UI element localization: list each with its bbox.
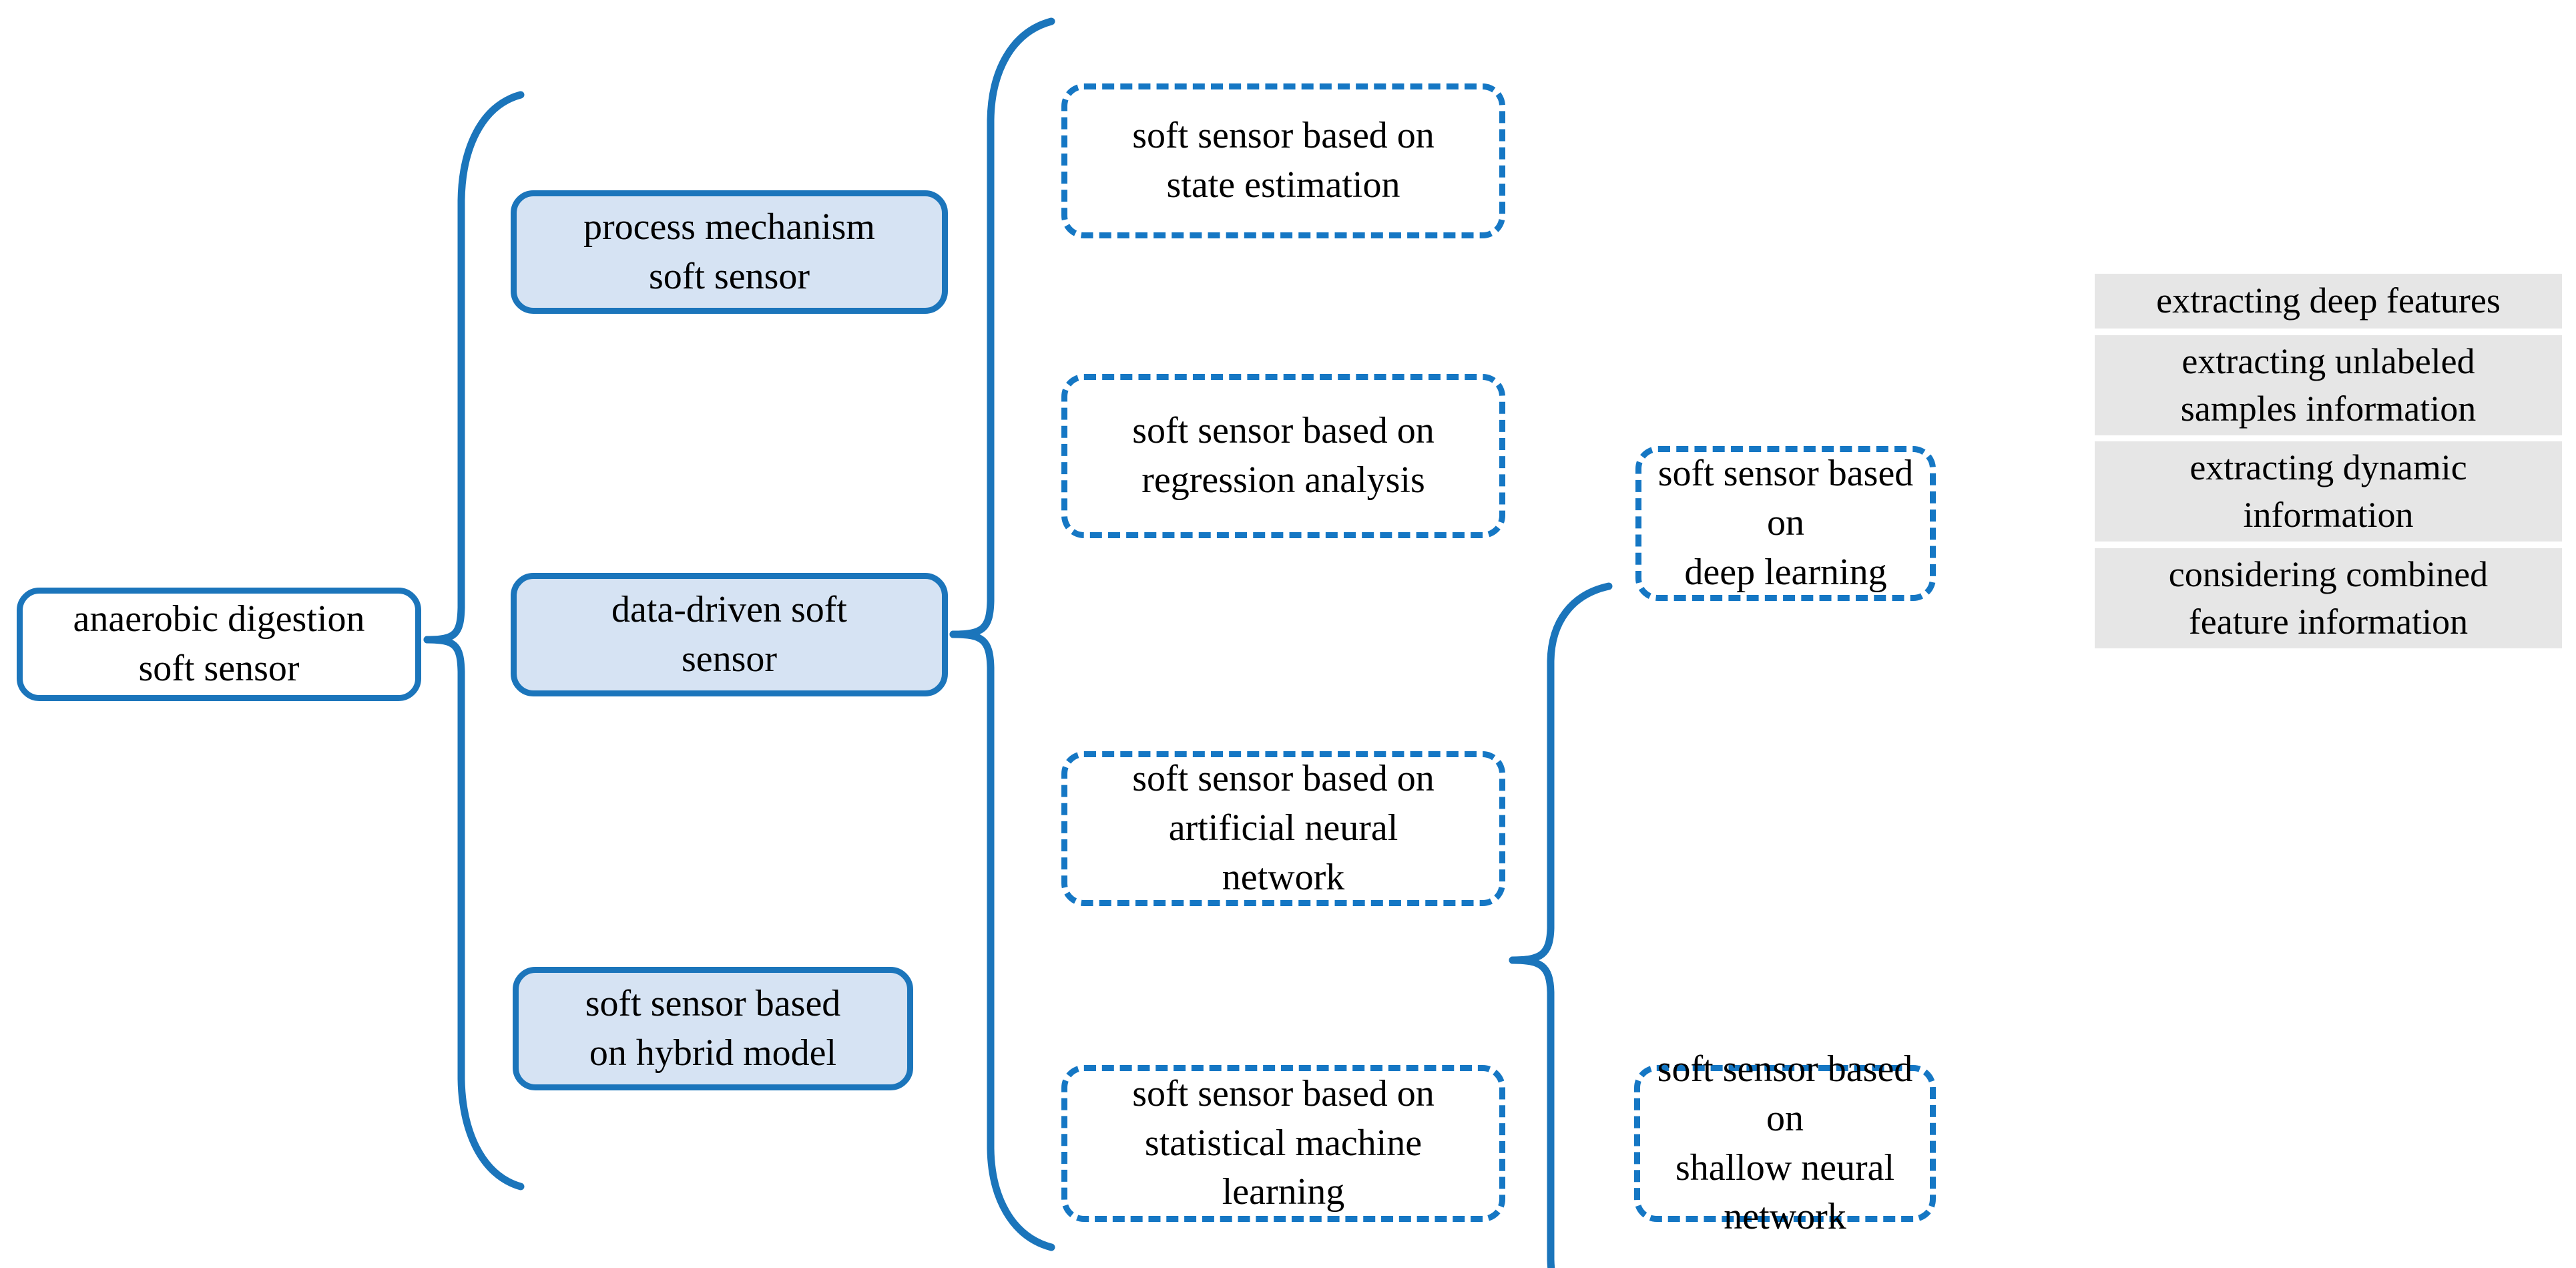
- node-extracting-dynamic-information[interactable]: extracting dynamic information: [2095, 441, 2562, 542]
- node-soft-sensor-artificial-neural-network[interactable]: soft sensor based on artificial neural n…: [1061, 751, 1505, 906]
- node-extracting-unlabeled-samples-information[interactable]: extracting unlabeled samples information: [2095, 335, 2562, 435]
- brace-root-to-level2: [423, 91, 525, 1191]
- node-soft-sensor-statistical-machine-learning[interactable]: soft sensor based on statistical machine…: [1061, 1065, 1505, 1222]
- node-soft-sensor-deep-learning[interactable]: soft sensor based on deep learning: [1635, 446, 1936, 601]
- brace-ann-to-level4: [1509, 582, 1613, 1268]
- node-considering-combined-feature-information[interactable]: considering combined feature information: [2095, 548, 2562, 648]
- node-soft-sensor-regression-analysis[interactable]: soft sensor based on regression analysis: [1061, 374, 1505, 538]
- node-extracting-deep-features[interactable]: extracting deep features: [2095, 274, 2562, 329]
- node-soft-sensor-state-estimation[interactable]: soft sensor based on state estimation: [1061, 83, 1505, 238]
- node-soft-sensor-hybrid-model[interactable]: soft sensor based on hybrid model: [513, 967, 913, 1090]
- node-soft-sensor-shallow-neural-network[interactable]: soft sensor based on shallow neural netw…: [1634, 1048, 1936, 1237]
- node-data-driven-soft-sensor[interactable]: data-driven soft sensor: [511, 573, 948, 696]
- node-process-mechanism-soft-sensor[interactable]: process mechanism soft sensor: [511, 190, 948, 314]
- brace-datadriven-to-level3: [949, 17, 1055, 1251]
- node-root-anaerobic-digestion-soft-sensor[interactable]: anaerobic digestion soft sensor: [17, 588, 421, 701]
